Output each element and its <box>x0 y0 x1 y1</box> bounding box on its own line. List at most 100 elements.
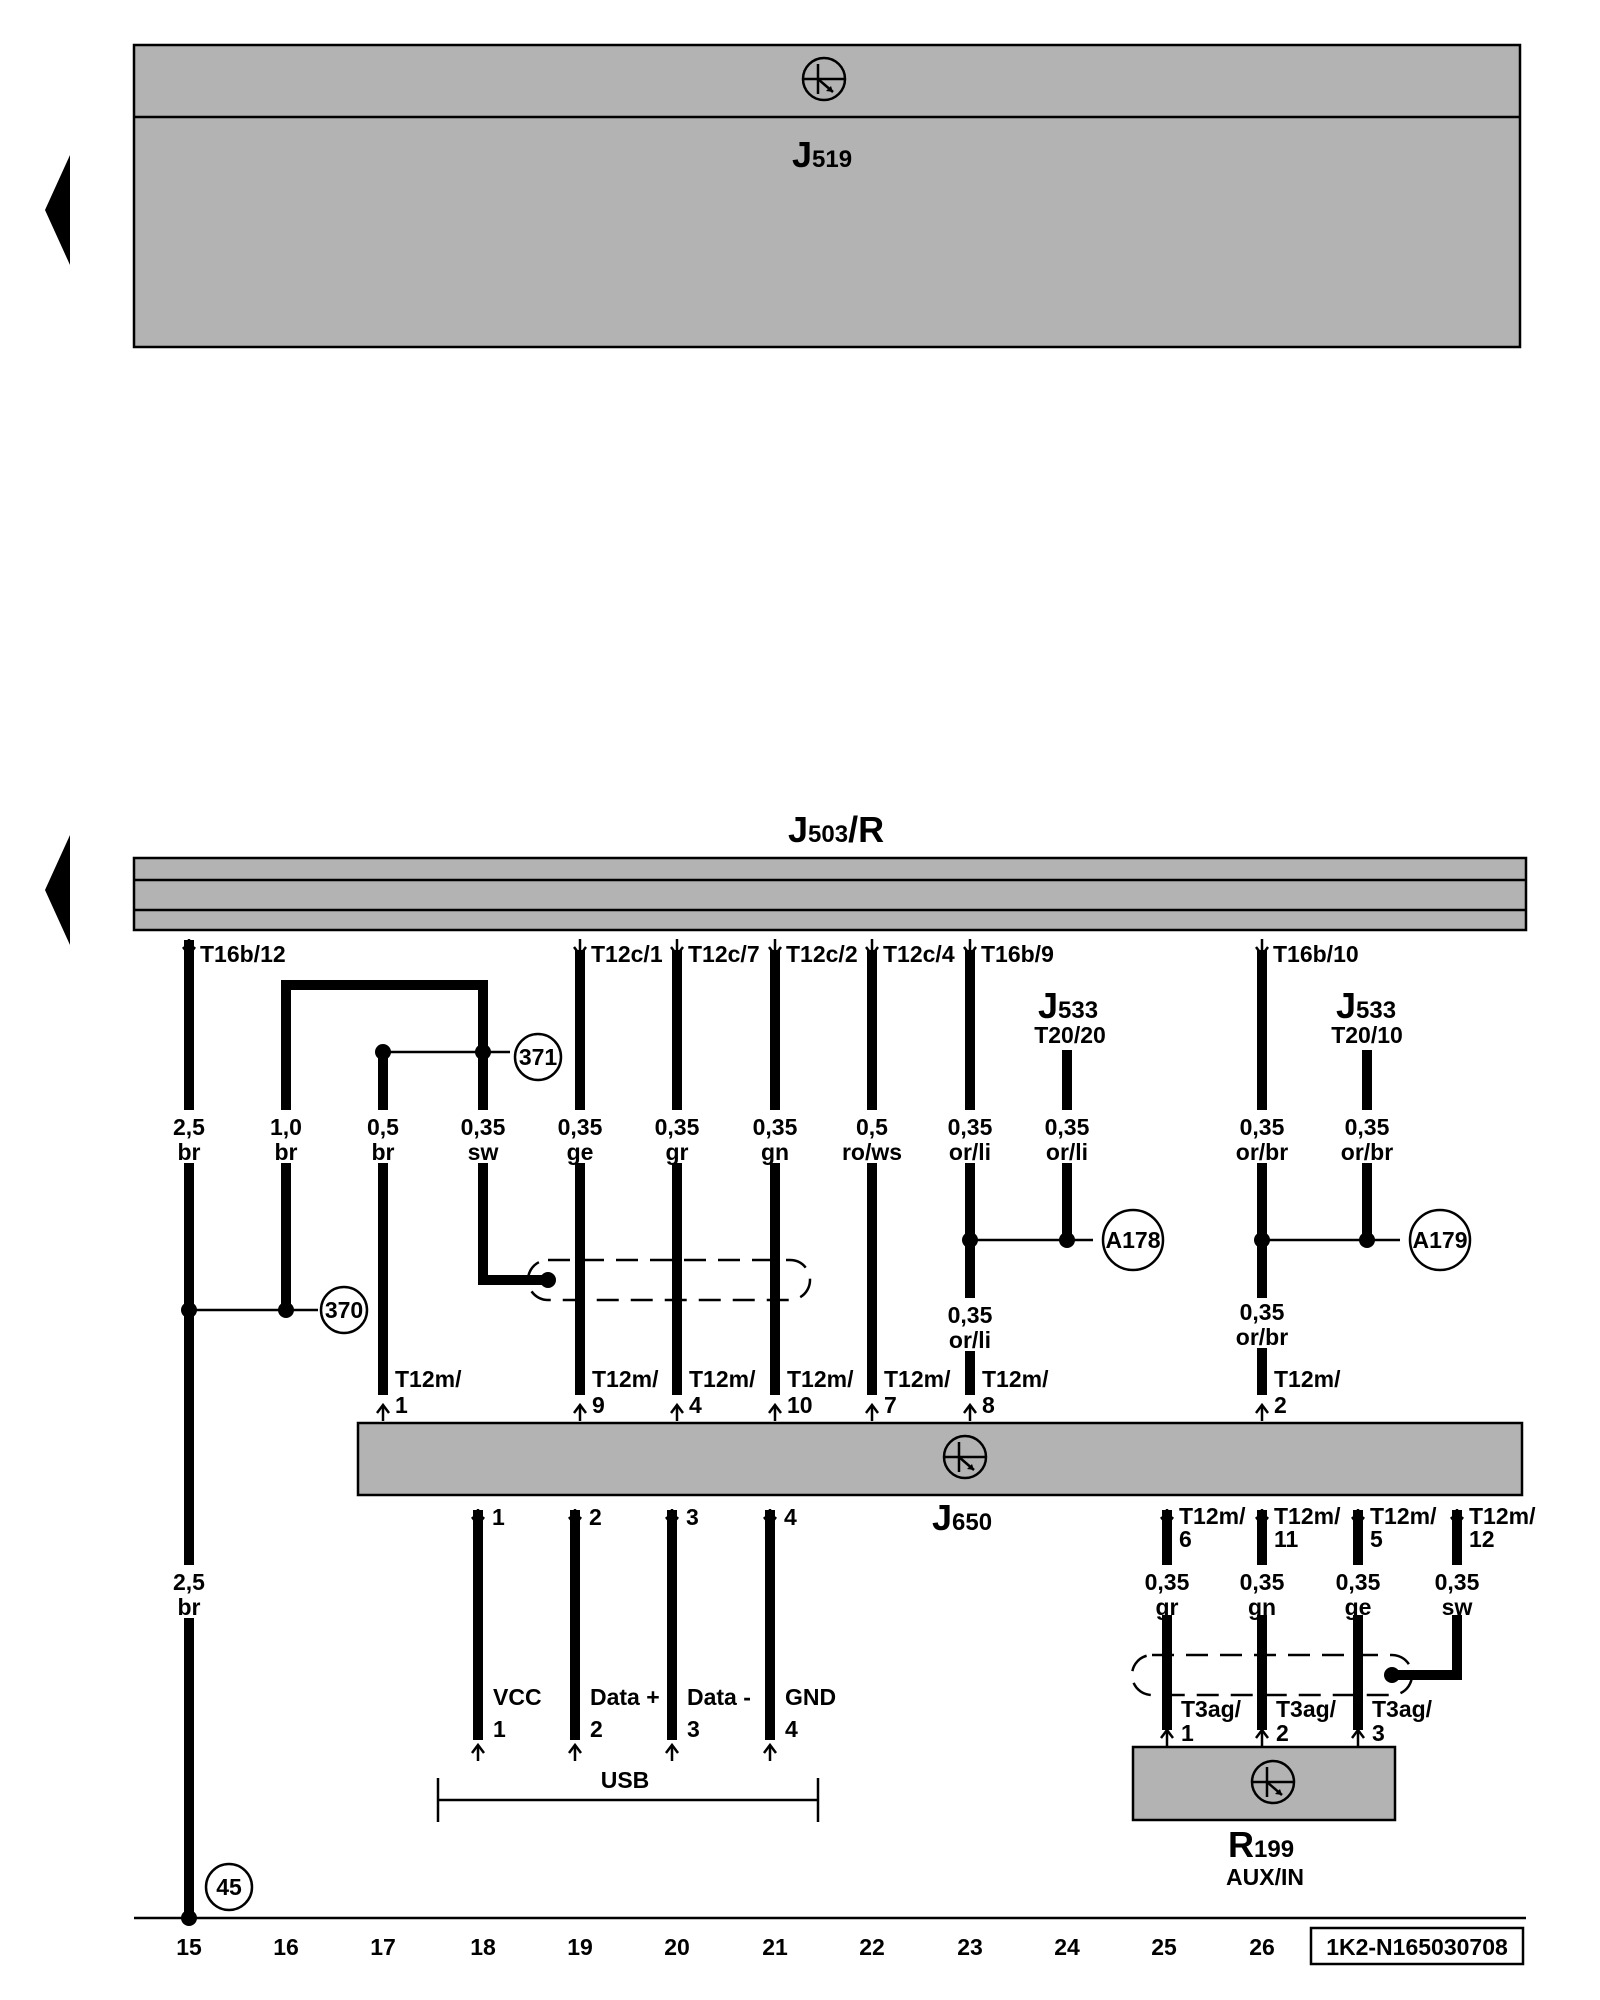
diagram-code-text: 1K2-N165030708 <box>1326 1934 1508 1960</box>
j650-top-arrow-p22 <box>865 1402 879 1421</box>
r199-label: R199 <box>1228 1824 1294 1865</box>
electronic-symbol-icon <box>942 1434 988 1480</box>
connector-c23: T16b/9 <box>981 941 1054 967</box>
j650-top-num-p22: 7 <box>884 1392 897 1418</box>
wire-color-w23: or/li <box>949 1139 991 1165</box>
column-number: 17 <box>370 1934 396 1960</box>
wire-color-w26: or/br <box>1236 1139 1288 1165</box>
column-number: 16 <box>273 1934 299 1960</box>
ref-a179: A179 <box>1413 1227 1468 1253</box>
ref-371: 371 <box>519 1044 558 1070</box>
wire-color-w16: br <box>275 1139 298 1165</box>
component-j650: J650 <box>356 1421 1524 1538</box>
j650-bottom-num-b27: 5 <box>1370 1526 1383 1552</box>
j650-bottom-conn-b25: T12m/ <box>1179 1503 1246 1529</box>
r199-num-p3: 3 <box>1372 1720 1385 1746</box>
wire-color-w25l: gr <box>1156 1594 1179 1620</box>
j650-top-num-p23: 8 <box>982 1392 995 1418</box>
j650-top-conn-p22: T12m/ <box>884 1366 951 1392</box>
connector-c26: T16b/10 <box>1273 941 1359 967</box>
j650-bottom-arrow-b18 <box>471 1509 485 1528</box>
j650-top-arrow-p20 <box>670 1402 684 1421</box>
wire-color-w18: sw <box>468 1139 499 1165</box>
wire-color-w17: br <box>372 1139 395 1165</box>
electronic-symbol-icon <box>801 56 847 102</box>
j650-bottom-arrow-b25 <box>1160 1509 1174 1528</box>
j650-top-conn-p17: T12m/ <box>395 1366 462 1392</box>
j650-bottom-num-b28: 12 <box>1469 1526 1495 1552</box>
j650-bottom-arrow-b27 <box>1351 1509 1365 1528</box>
prev-page-arrow-top[interactable] <box>45 155 70 265</box>
r199-num-p1: 1 <box>1181 1720 1194 1746</box>
column-number: 26 <box>1249 1934 1275 1960</box>
wire-color-w22: ro/ws <box>842 1139 902 1165</box>
usb-dplus-num: 2 <box>590 1716 603 1742</box>
wire-size-w19: 0,35 <box>558 1114 603 1140</box>
ref-a178-circle <box>1101 1208 1165 1272</box>
j650-top-num-p21: 10 <box>787 1392 813 1418</box>
j533-labels: J533 T20/20 J533 T20/10 <box>1034 985 1403 1048</box>
j650-top-conn-p23: T12m/ <box>982 1366 1049 1392</box>
diagram-code: 1K2-N165030708 <box>1309 1926 1525 1966</box>
component-j503: J503/R <box>132 809 1528 932</box>
column-number: 24 <box>1054 1934 1080 1960</box>
ref-45: 45 <box>216 1874 242 1900</box>
wire-size-w24: 0,35 <box>1045 1114 1090 1140</box>
r199-conn-p2: T3ag/ <box>1276 1696 1337 1722</box>
j650-top-num-p26: 2 <box>1274 1392 1287 1418</box>
r199-arrow-p3 <box>1351 1727 1365 1746</box>
wire-size-w27l: 0,35 <box>1336 1569 1381 1595</box>
wire-size-w20: 0,35 <box>655 1114 700 1140</box>
column-number: 23 <box>957 1934 983 1960</box>
usb-gnd: GND <box>785 1684 836 1710</box>
usb-end-arrow-b20 <box>665 1742 679 1761</box>
j650-bottom-arrow-b20 <box>665 1509 679 1528</box>
wire-size-w15: 2,5 <box>173 1114 205 1140</box>
prev-page-arrow-bottom[interactable] <box>45 835 70 945</box>
connector-c22: T12c/4 <box>883 941 955 967</box>
wire-size-w23b: 0,35 <box>948 1302 993 1328</box>
j650-top-arrow-p21 <box>768 1402 782 1421</box>
j650-bottom-num-b19: 2 <box>589 1504 602 1530</box>
j650-top-conn-p19: T12m/ <box>592 1366 659 1392</box>
usb-section: VCC 1 Data + 2 Data - 3 GND 4 USB <box>436 1684 836 1822</box>
usb-label: USB <box>601 1767 650 1793</box>
j650-label: J650 <box>932 1497 992 1538</box>
column-numbers: 1516171819202122232425262728 <box>176 1934 1470 1960</box>
r199-num-p2: 2 <box>1276 1720 1289 1746</box>
j650-bottom-arrow-b19 <box>568 1509 582 1528</box>
ref-a179-circle <box>1408 1208 1472 1272</box>
wire-size-w22: 0,5 <box>856 1114 888 1140</box>
column-number: 21 <box>762 1934 788 1960</box>
j650-bottom-arrow-b28 <box>1450 1509 1464 1528</box>
j650-top-conn-p20: T12m/ <box>689 1366 756 1392</box>
r199-arrow-p1 <box>1160 1727 1174 1746</box>
wire-color-w26b: or/br <box>1236 1324 1288 1350</box>
j650-top-arrow-p23 <box>963 1402 977 1421</box>
j650-top-arrow-p17 <box>376 1402 390 1421</box>
j650-top-num-p19: 9 <box>592 1392 605 1418</box>
connector-c19: T12c/1 <box>591 941 663 967</box>
connector-c21: T12c/2 <box>786 941 858 967</box>
wire-size-w25l: 0,35 <box>1145 1569 1190 1595</box>
component-r199: R199 AUX/IN <box>1131 1745 1397 1890</box>
ref-370-circle <box>319 1285 369 1335</box>
wire-size-w16: 1,0 <box>270 1114 302 1140</box>
j533-a-pin: T20/20 <box>1034 1022 1106 1048</box>
component-j519: J519 <box>132 43 1522 349</box>
wire-size-w28l: 0,35 <box>1435 1569 1480 1595</box>
upper-wires <box>181 940 1400 1918</box>
j650-bottom-num-b18: 1 <box>492 1504 505 1530</box>
j533-a-label: J533 <box>1038 985 1098 1026</box>
column-number: 15 <box>176 1934 202 1960</box>
usb-end-arrow-b19 <box>568 1742 582 1761</box>
j650-bottom-num-b26: 11 <box>1274 1526 1299 1552</box>
column-number: 22 <box>859 1934 885 1960</box>
ref-370: 370 <box>325 1297 363 1323</box>
j650-top-conn-p21: T12m/ <box>787 1366 854 1392</box>
connector-c15: T16b/12 <box>200 941 286 967</box>
j650-bottom-arrow-b21 <box>763 1509 777 1528</box>
j503-label: J503/R <box>788 809 884 850</box>
